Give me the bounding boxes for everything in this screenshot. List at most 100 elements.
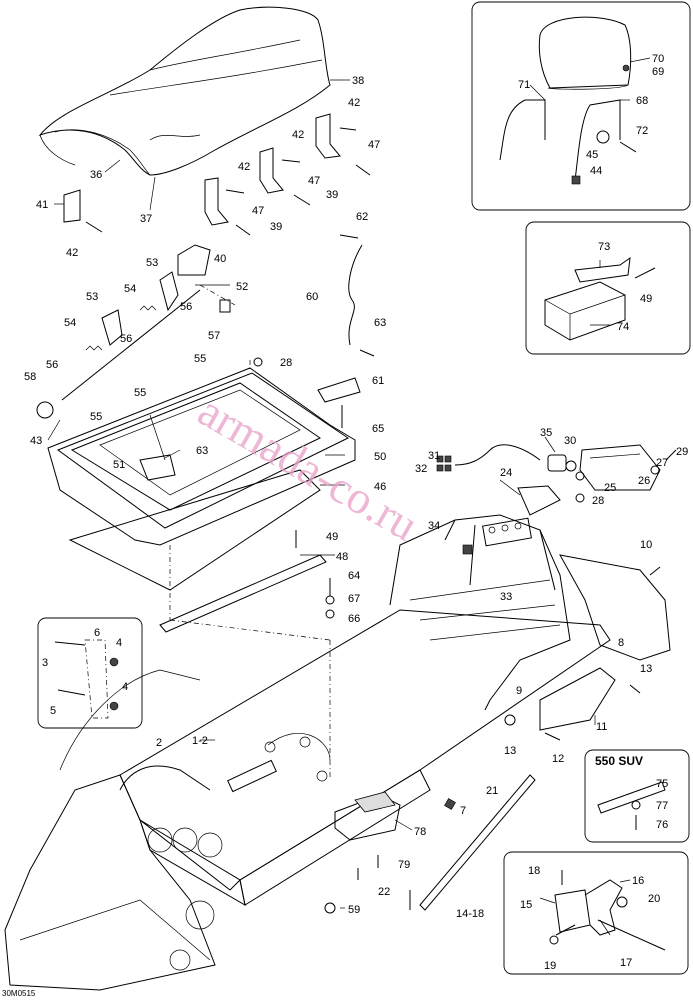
callout: 29 <box>676 446 688 458</box>
callout: 73 <box>598 241 610 253</box>
callout: 18 <box>528 865 540 877</box>
callout: 7 <box>460 805 466 817</box>
callout: 38 <box>352 75 364 87</box>
backrest-inset <box>471 1 691 211</box>
suv-inset-parts <box>597 781 666 830</box>
callout: 54 <box>124 283 136 295</box>
suv-label: 550 SUV <box>595 754 643 768</box>
screws-seat <box>85 127 375 357</box>
callout: 77 <box>656 800 668 812</box>
callout: 50 <box>374 451 386 463</box>
callout: 68 <box>636 95 648 107</box>
callout: 55 <box>90 411 102 423</box>
callout: 34 <box>428 520 440 532</box>
callout: 49 <box>640 293 652 305</box>
chassis-tunnel <box>4 609 611 991</box>
callout: 28 <box>280 357 292 369</box>
callout: 32 <box>415 463 427 475</box>
callout: 79 <box>398 859 410 871</box>
callout: 64 <box>348 570 360 582</box>
callout: 19 <box>544 960 556 972</box>
bracket-inset <box>37 617 143 729</box>
storage-box-parts <box>544 256 656 341</box>
seat-base-frame <box>47 367 356 591</box>
callout: 31 <box>428 450 440 462</box>
callout: 4 <box>116 637 122 649</box>
callout: 55 <box>134 387 146 399</box>
callout: 13 <box>640 663 652 675</box>
backrest-parts <box>499 16 637 185</box>
callout: 3 <box>42 657 48 669</box>
drawing-code: 30M0515 <box>2 989 36 998</box>
callout: 65 <box>372 423 384 435</box>
callout: 53 <box>86 291 98 303</box>
mount-plate <box>317 377 361 403</box>
callout: 63 <box>374 317 386 329</box>
callout: 15 <box>520 899 532 911</box>
callout: 60 <box>306 291 318 303</box>
callout: 14-18 <box>456 908 484 920</box>
callout: 39 <box>326 189 338 201</box>
callout: 42 <box>66 247 78 259</box>
washer-67 <box>325 595 335 605</box>
callout: 70 <box>652 53 664 65</box>
callout: 36 <box>90 169 102 181</box>
callout: 12 <box>552 753 564 765</box>
alignment-lines <box>169 360 331 780</box>
callout: 62 <box>356 211 368 223</box>
taillight-assembly <box>436 444 677 555</box>
callout: 45 <box>586 149 598 161</box>
callout: 30 <box>564 435 576 447</box>
callout: 57 <box>208 330 220 342</box>
callout: 2 <box>156 737 162 749</box>
callout: 22 <box>378 886 390 898</box>
callout: 47 <box>252 205 264 217</box>
callout: 39 <box>270 221 282 233</box>
tunnel-misc-parts <box>324 566 661 914</box>
callout: 55 <box>194 353 206 365</box>
callout: 61 <box>372 375 384 387</box>
callout: 4 <box>122 681 128 693</box>
callout: 59 <box>348 904 360 916</box>
callout: 41 <box>36 199 48 211</box>
callout: 35 <box>540 427 552 439</box>
callout: 63 <box>196 445 208 457</box>
latch-mechanism <box>36 244 236 419</box>
callout: 47 <box>368 139 380 151</box>
callout: 43 <box>30 435 42 447</box>
callout: 25 <box>604 482 616 494</box>
callout: 49 <box>326 531 338 543</box>
callout: 66 <box>348 613 360 625</box>
callout: 58 <box>24 371 36 383</box>
callout: 33 <box>500 591 512 603</box>
callout: 44 <box>590 165 602 177</box>
callout: 13 <box>504 745 516 757</box>
callout: 67 <box>348 593 360 605</box>
suv-inset <box>584 749 690 843</box>
bracket-inset-parts <box>54 639 119 719</box>
side-trim <box>539 667 616 731</box>
seat-brackets <box>63 113 341 226</box>
callout: 8 <box>618 637 624 649</box>
callout: 71 <box>518 79 530 91</box>
callout: 46 <box>374 481 386 493</box>
callout: 52 <box>236 281 248 293</box>
callout: 6 <box>94 627 100 639</box>
storage-box-inset <box>525 221 691 355</box>
callout: 27 <box>656 457 668 469</box>
callout: 28 <box>592 495 604 507</box>
callout: 56 <box>120 333 132 345</box>
rail-48 <box>159 554 327 633</box>
callout: 76 <box>656 819 668 831</box>
callout: 53 <box>146 257 158 269</box>
callout: 78 <box>414 826 426 838</box>
callout: 21 <box>486 785 498 797</box>
callout: 42 <box>238 161 250 173</box>
callout: 42 <box>348 97 360 109</box>
callout: 10 <box>640 539 652 551</box>
callout: 69 <box>652 66 664 78</box>
hitch-inset <box>503 851 689 975</box>
ground-strap <box>348 244 363 346</box>
